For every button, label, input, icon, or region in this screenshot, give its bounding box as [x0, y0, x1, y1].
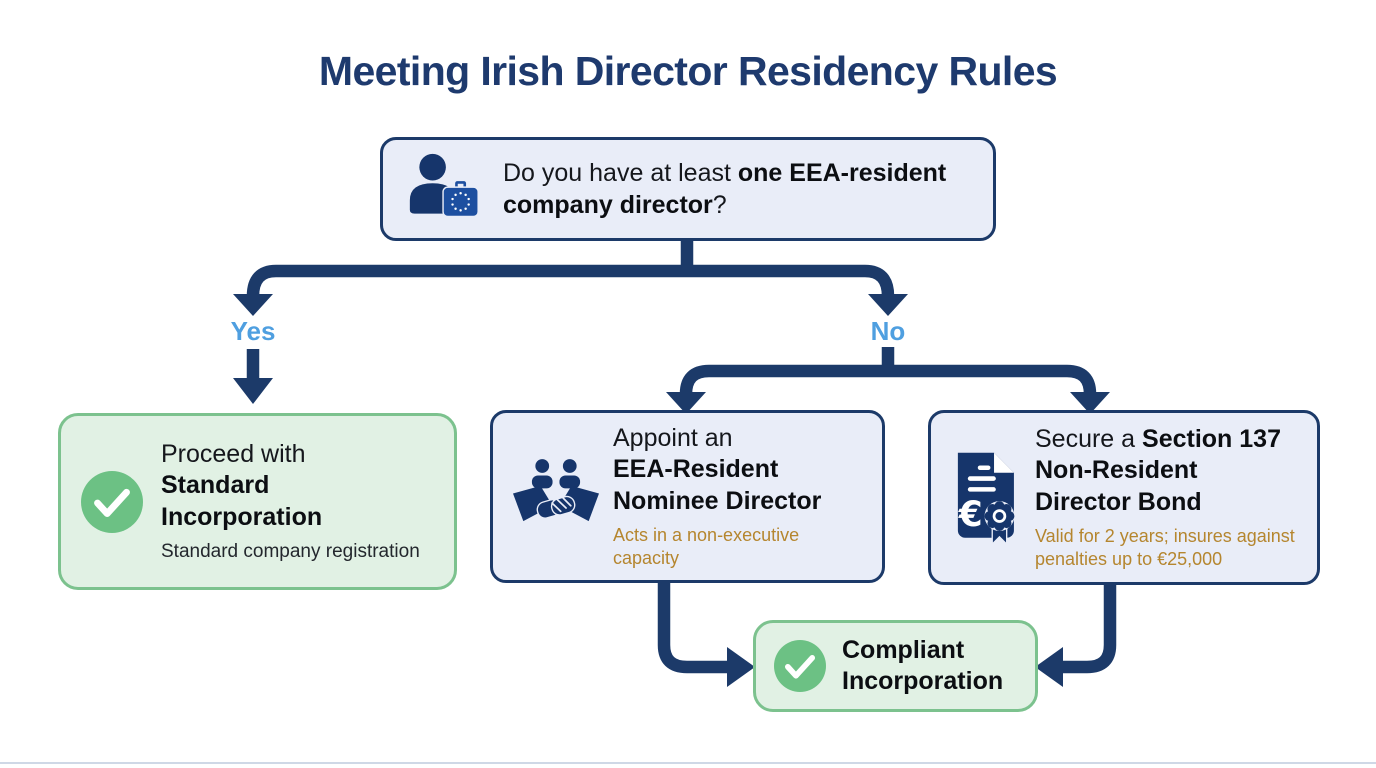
bond-title: Secure a Section 137 Non-Resident Direct…: [1035, 424, 1295, 519]
yes-arrow: [233, 349, 273, 404]
bond-to-compliant-arrow: [1035, 583, 1117, 687]
check-circle-icon: [774, 640, 826, 692]
nominee-note: Acts in a non-executive capacity: [613, 525, 800, 569]
bond-document-icon: €: [947, 451, 1023, 545]
bond-title-bold: Section 137 Non-Resident Director Bond: [1035, 424, 1281, 516]
nominee-title: Appoint an EEA-Resident Nominee Director: [613, 423, 821, 518]
question-text-prefix: Do you have at least: [503, 159, 738, 187]
bond-title-prefix: Secure a: [1035, 424, 1143, 453]
question-split-connector: [233, 238, 908, 316]
no-branch-label: No: [870, 316, 906, 346]
nominee-director-node: Appoint an EEA-Resident Nominee Director…: [490, 410, 885, 583]
compliant-title-bold: Compliant Incorporation: [842, 635, 1004, 696]
handshake-icon: [513, 457, 599, 537]
question-text-suffix: ?: [712, 191, 727, 219]
question-node: Do you have at least one EEA-resident co…: [380, 137, 996, 241]
question-text-bold: one EEA-resident company director: [503, 159, 947, 219]
nominee-title-bold: EEA-Resident Nominee Director: [613, 455, 822, 515]
bond-note: Valid for 2 years; insures against penal…: [1035, 526, 1295, 570]
question-text: Do you have at least one EEA-resident co…: [503, 157, 946, 221]
no-split-connector: [666, 347, 1110, 414]
svg-text:€: €: [958, 495, 983, 535]
yes-branch-label: Yes: [230, 316, 276, 346]
nominee-title-prefix: Appoint an: [613, 423, 733, 452]
bottom-divider: [0, 762, 1376, 764]
person-eu-briefcase-icon: [407, 151, 481, 227]
standard-title-bold: Standard Incorporation: [161, 471, 323, 531]
nominee-to-compliant-arrow: [657, 583, 755, 687]
standard-title: Proceed with Standard Incorporation: [161, 439, 420, 534]
section-137-bond-node: € Secure a Section 137 Non-Res: [928, 410, 1320, 585]
standard-note: Standard company registration: [161, 541, 420, 563]
standard-incorporation-node: Proceed with Standard Incorporation Stan…: [58, 413, 457, 590]
standard-title-prefix: Proceed with: [161, 439, 306, 468]
check-circle-icon: [81, 470, 143, 533]
compliant-title: Compliant Incorporation: [842, 635, 1003, 698]
compliant-incorporation-node: Compliant Incorporation: [753, 620, 1038, 712]
page-title: Meeting Irish Director Residency Rules: [318, 48, 1058, 94]
